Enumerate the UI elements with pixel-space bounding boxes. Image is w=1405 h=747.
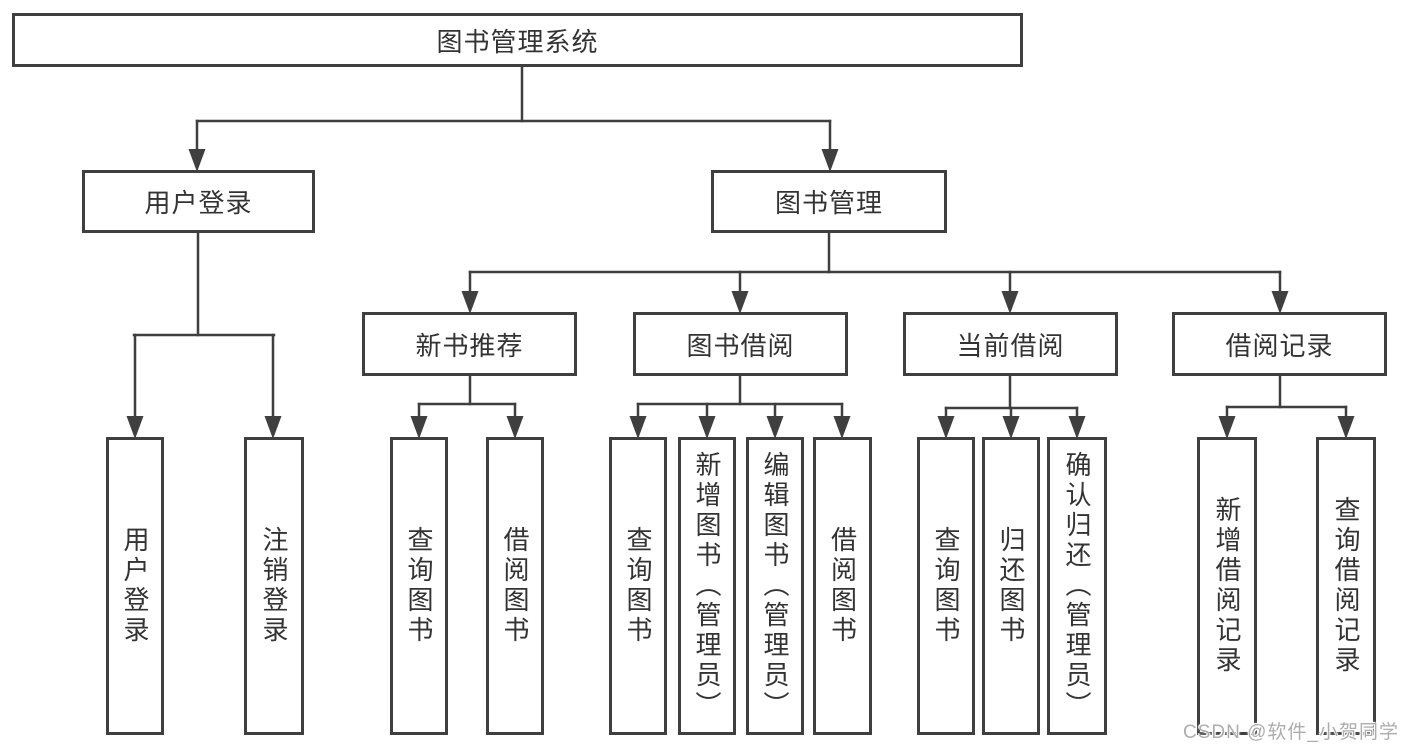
leaf-label: 借阅图书: [827, 526, 858, 646]
leaf-add-books-admin: 新增图书（管理员）: [678, 437, 736, 735]
leaf-label: 归还图书: [996, 526, 1026, 646]
leaf-label: 查询借阅记录: [1331, 496, 1361, 676]
leaf-return-books: 归还图书: [982, 437, 1040, 735]
node-library-management-system: 图书管理系统: [12, 13, 1023, 67]
leaf-label: 查询图书: [931, 526, 961, 646]
leaf-label: 查询图书: [404, 526, 434, 646]
leaf-borrow-books: 借阅图书: [813, 437, 872, 735]
leaf-edit-books-admin: 编辑图书（管理员）: [746, 437, 804, 735]
leaf-query-borrow-record: 查询借阅记录: [1316, 437, 1376, 735]
leaf-borrow-books-recommend: 借阅图书: [486, 437, 544, 735]
node-new-book-recommendation: 新书推荐: [362, 312, 577, 376]
leaf-add-borrow-record: 新增借阅记录: [1197, 437, 1257, 735]
leaf-user-login: 用户登录: [106, 437, 164, 735]
leaf-label: 注销登录: [259, 526, 289, 646]
leaf-label: 确认归还（管理员）: [1062, 451, 1092, 721]
leaf-label: 编辑图书（管理员）: [760, 451, 790, 721]
leaf-label: 新增图书（管理员）: [692, 451, 722, 721]
node-borrowing-records: 借阅记录: [1172, 312, 1387, 376]
leaf-confirm-return-admin: 确认归还（管理员）: [1047, 437, 1107, 735]
node-book-borrowing: 图书借阅: [633, 312, 848, 376]
node-current-borrowing: 当前借阅: [903, 312, 1118, 376]
leaf-query-books-current: 查询图书: [917, 437, 975, 735]
node-book-management: 图书管理: [711, 170, 947, 233]
leaf-query-books-borrow: 查询图书: [609, 437, 667, 735]
leaf-label: 查询图书: [623, 526, 653, 646]
leaf-label: 新增借阅记录: [1212, 496, 1242, 676]
leaf-label: 用户登录: [120, 526, 150, 646]
node-user-login: 用户登录: [82, 170, 315, 233]
leaf-query-books-recommend: 查询图书: [390, 437, 448, 735]
leaf-label: 借阅图书: [500, 526, 530, 646]
leaf-logout: 注销登录: [244, 437, 304, 735]
